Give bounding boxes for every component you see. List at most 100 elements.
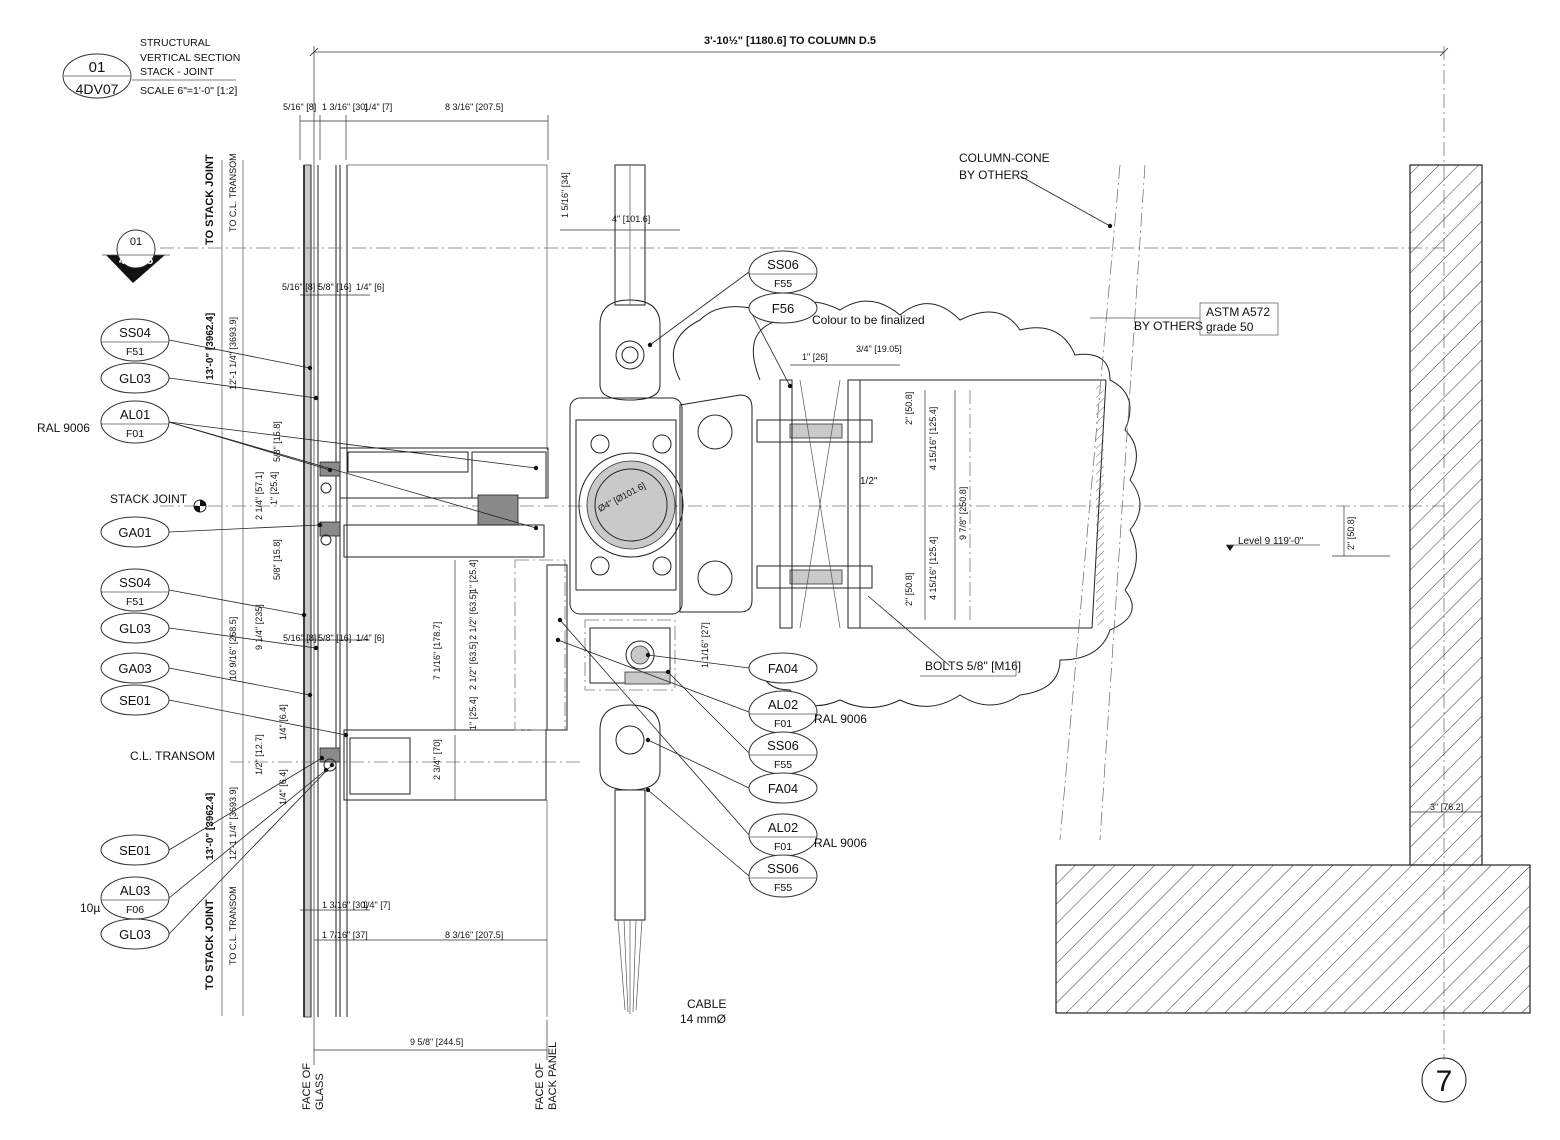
dimension-label: 5/8" [15.8] xyxy=(272,421,282,462)
dimension-label: 9 7/8" [250.8] xyxy=(958,487,968,540)
dimension-label: 1/4" [7] xyxy=(364,102,392,112)
tag-code: SS04 xyxy=(119,325,151,340)
tag-code: SS04 xyxy=(119,575,151,590)
title-line-3: STACK - JOINT xyxy=(140,66,214,78)
dimension-label: 2 1/2" [63.5] xyxy=(468,592,478,640)
dimension-label: 1" [26] xyxy=(802,352,828,362)
tag-bubble xyxy=(748,854,818,898)
dimension-label: 1/4" [6] xyxy=(356,633,384,643)
tag-bubble xyxy=(100,918,170,950)
note-text: FACE OF xyxy=(301,1063,313,1110)
material-tags: SS04F51GL03AL01F01GA01SS04F51GL03GA03SE0… xyxy=(100,250,818,950)
dimension-label: 9 5/8" [244.5] xyxy=(410,1037,463,1047)
tag-code: AL01 xyxy=(120,407,150,422)
tag-code: AL03 xyxy=(120,883,150,898)
note-text: FACE OF xyxy=(534,1063,546,1110)
tag-bubble xyxy=(100,318,170,362)
leader-lines xyxy=(168,271,793,935)
tag-bubble xyxy=(100,684,170,716)
dimension-label: 1 3/16" [30] xyxy=(322,900,368,910)
tag-bubble xyxy=(100,652,170,684)
title-line-4: SCALE 6"=1'-0" [1:2] xyxy=(140,85,237,97)
dimension-label: 3/4" [19.05] xyxy=(856,344,902,354)
dimension-label: 9 1/4" [235] xyxy=(254,604,264,650)
dimension-label: 3" [76.2] xyxy=(1430,802,1463,812)
tag-bubble xyxy=(100,568,170,612)
dimension-label: 8 3/16" [207.5] xyxy=(445,102,503,112)
tag-bubble xyxy=(748,652,818,684)
dimension-label: 1/4" [6.4] xyxy=(278,704,288,740)
tag-finish: F01 xyxy=(774,841,792,853)
tag-code: GL03 xyxy=(119,621,151,636)
material-tag-fa04: FA04 xyxy=(748,652,818,684)
material-tag-se01: SE01 xyxy=(100,684,170,716)
tag-bubble xyxy=(748,772,818,804)
note-text: GLASS xyxy=(314,1073,326,1110)
tag-bubble xyxy=(100,362,170,394)
tag-code: GL03 xyxy=(119,371,151,386)
tag-code: F56 xyxy=(772,301,794,316)
dimension-label: 10 9/16" [268.5] xyxy=(228,617,238,680)
note-text: ASTM A572 xyxy=(1206,305,1270,319)
material-tag-se01: SE01 xyxy=(100,834,170,866)
note-text: 13'-0" [3962.4] xyxy=(205,313,216,380)
title-block: 01 4DV07 STRUCTURAL VERTICAL SECTION STA… xyxy=(76,37,241,97)
title-line-1: STRUCTURAL xyxy=(140,37,211,49)
tag-finish: F51 xyxy=(126,596,144,608)
dimension-label: 1" [25.4] xyxy=(468,560,478,593)
note-text: BY OTHERS xyxy=(959,168,1028,182)
material-tag-gl03: GL03 xyxy=(100,362,170,394)
dimension-label: 2" [50.8] xyxy=(904,392,914,425)
dimension-label: 12'-1 1/4" [3693.9] xyxy=(228,787,238,860)
dimension-label: 12'-1 1/4" [3693.9] xyxy=(228,317,238,390)
tag-code: FA04 xyxy=(768,781,798,796)
note-text: BACK PANEL xyxy=(547,1042,559,1110)
dimension-label: 7 1/16" [178.7] xyxy=(432,622,442,680)
tag-finish: F01 xyxy=(126,428,144,440)
note-text: 10µ xyxy=(80,901,100,915)
dimension-label: 1/2" [12.7] xyxy=(254,734,264,775)
note-text: Level 9 119'-0" xyxy=(1238,536,1304,547)
tag-code: SE01 xyxy=(119,693,151,708)
note-text: STACK JOINT xyxy=(110,492,188,506)
note-text: TO STACK JOINT xyxy=(204,899,216,990)
note-text: 13'-0" [3962.4] xyxy=(205,793,216,860)
tag-finish: F51 xyxy=(126,346,144,358)
tag-code: GA03 xyxy=(118,661,151,676)
note-text: TO STACK JOINT xyxy=(204,154,216,245)
note-text: RAL 9006 xyxy=(814,836,867,850)
dimension-label: 4 15/16" [125.4] xyxy=(928,407,938,470)
dimension-label: 5/16" [8] xyxy=(283,102,316,112)
dimension-label: 8 3/16" [207.5] xyxy=(445,930,503,940)
dimension-label: 2 3/4" [70] xyxy=(432,739,442,780)
tag-code: FA04 xyxy=(768,661,798,676)
dimension-label: 2 1/4" [57.1] xyxy=(254,472,264,520)
dimension-label: 4 15/16" [125.4] xyxy=(928,537,938,600)
dimension-label: 1" [25.4] xyxy=(468,697,478,730)
material-tag-gl03: GL03 xyxy=(100,612,170,644)
detail-sheet: 4DV07 xyxy=(76,81,119,97)
dimension-label: 1/4" [6.4] xyxy=(278,769,288,805)
tag-finish: F55 xyxy=(774,278,792,290)
dimension-label: 1 7/16" [37] xyxy=(322,930,368,940)
dimension-label: 1/4" [6] xyxy=(356,282,384,292)
section-marker: 01 4DH15 xyxy=(119,236,153,267)
note-text: BY OTHERS xyxy=(1134,319,1203,333)
tag-finish: F06 xyxy=(126,904,144,916)
note-text: BOLTS 5/8" [M16] xyxy=(925,659,1021,673)
material-tag-fa04: FA04 xyxy=(748,772,818,804)
note-text: COLUMN-CONE xyxy=(959,151,1050,165)
note-text: CABLE xyxy=(687,997,726,1011)
dimension-label: 5/16" [8] xyxy=(282,282,315,292)
